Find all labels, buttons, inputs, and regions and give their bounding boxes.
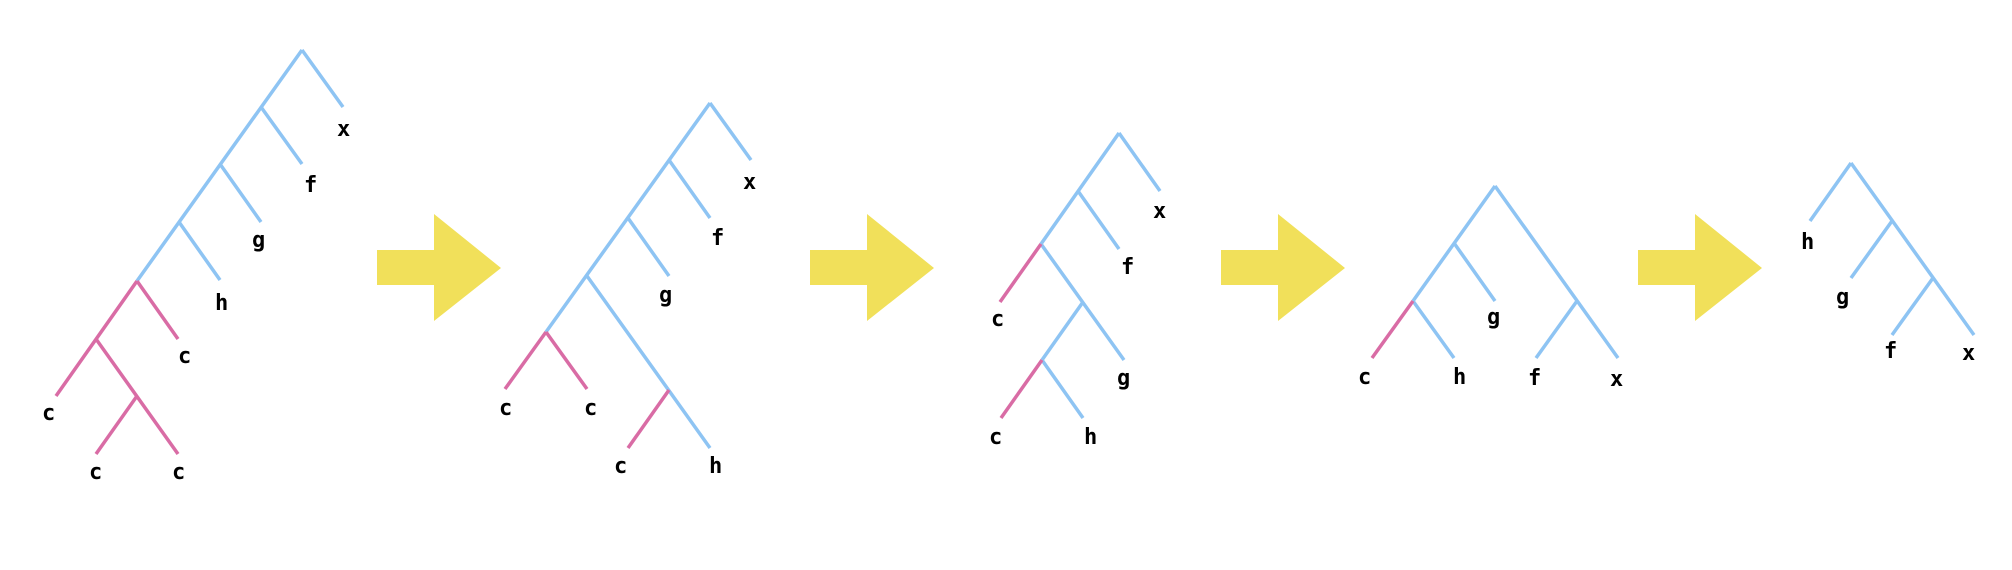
tree-2-branch — [544, 101, 712, 334]
tree-4-branch — [1452, 241, 1497, 303]
tree-5-leaf-label: h — [1801, 230, 1814, 255]
tree-4-branch — [1493, 184, 1620, 360]
right-arrow-icon — [810, 214, 934, 321]
tree-3-branch — [1040, 300, 1085, 362]
tree-5-branch — [1890, 276, 1935, 337]
tree-1-highlight-branch — [135, 279, 180, 341]
tree-1-leaf-label: c — [172, 460, 185, 485]
tree-1-leaf-label: c — [178, 344, 191, 369]
tree-3: x f c g c h — [989, 131, 1166, 450]
tree-5: h g f x — [1801, 161, 1976, 366]
tree-2-leaf-label: g — [659, 283, 672, 308]
tree-2-highlight-branch — [626, 388, 671, 450]
right-arrow-icon — [377, 214, 501, 321]
tree-3-leaf-label: f — [1121, 255, 1134, 280]
tree-2-branch — [667, 158, 712, 220]
tree-1-highlight-branch — [94, 394, 139, 456]
tree-1-branch — [177, 220, 222, 282]
tree-3-branch — [1040, 358, 1085, 420]
tree-2-leaf-label: c — [614, 454, 627, 479]
tree-5-leaf-label: g — [1836, 285, 1849, 310]
tree-1-leaf-label: h — [215, 291, 228, 316]
tree-3-leaf-label: x — [1153, 199, 1166, 224]
tree-1-branch — [218, 162, 263, 224]
tree-5-branch — [1849, 219, 1894, 280]
tree-3-highlight-branch — [999, 358, 1044, 420]
tree-2-branch — [585, 274, 712, 450]
tree-2-highlight-branch — [503, 330, 548, 391]
tree-3-branch — [1039, 131, 1121, 246]
tree-5-branch — [1849, 161, 1976, 337]
tree-1-leaf-label: c — [89, 460, 102, 485]
tree-3-branch — [1076, 189, 1121, 251]
tree-3-branch — [1117, 131, 1162, 193]
tree-2-leaf-label: c — [499, 396, 512, 421]
tree-1-branch — [300, 48, 345, 109]
tree-1-highlight-branch — [54, 279, 139, 398]
tree-1: x f g h c c c c — [42, 48, 350, 485]
tree-5-branch — [1808, 161, 1853, 223]
tree-3-leaf-label: h — [1084, 425, 1097, 450]
tree-4-branch — [1534, 299, 1579, 360]
tree-2-leaf-label: c — [584, 396, 597, 421]
tree-4-leaf-label: g — [1487, 305, 1500, 330]
tree-3-leaf-label: c — [991, 307, 1004, 332]
tree-2-leaf-label: h — [709, 454, 722, 479]
tree-1-leaf-label: c — [42, 401, 55, 426]
right-arrow-icon — [1638, 214, 1762, 321]
tree-4-leaf-label: h — [1453, 365, 1466, 390]
tree-4-leaf-label: f — [1528, 366, 1541, 391]
tree-1-leaf-label: x — [337, 117, 350, 142]
tree-2-highlight-branch — [544, 330, 589, 391]
tree-2-leaf-label: x — [743, 170, 756, 195]
tree-1-branch — [259, 105, 304, 166]
right-arrow-icon — [1221, 214, 1345, 321]
tree-4-highlight-branch — [1370, 299, 1415, 360]
tree-2-branch — [626, 216, 671, 278]
tree-1-leaf-label: g — [252, 228, 265, 253]
tree-4: g c h f x — [1358, 184, 1623, 392]
tree-1-leaf-label: f — [304, 173, 317, 198]
tree-2: x f g c c c h — [499, 101, 756, 479]
tree-3-leaf-label: g — [1117, 366, 1130, 391]
tree-4-leaf-label: c — [1358, 365, 1371, 390]
tree-5-leaf-label: f — [1884, 339, 1897, 364]
tree-3-leaf-label: c — [989, 425, 1002, 450]
tree-5-leaf-label: x — [1962, 341, 1975, 366]
tree-4-leaf-label: x — [1610, 367, 1623, 392]
tree-3-highlight-branch — [998, 242, 1043, 304]
tree-2-leaf-label: f — [711, 226, 724, 251]
tree-2-branch — [708, 101, 753, 162]
tree-4-branch — [1411, 299, 1456, 360]
